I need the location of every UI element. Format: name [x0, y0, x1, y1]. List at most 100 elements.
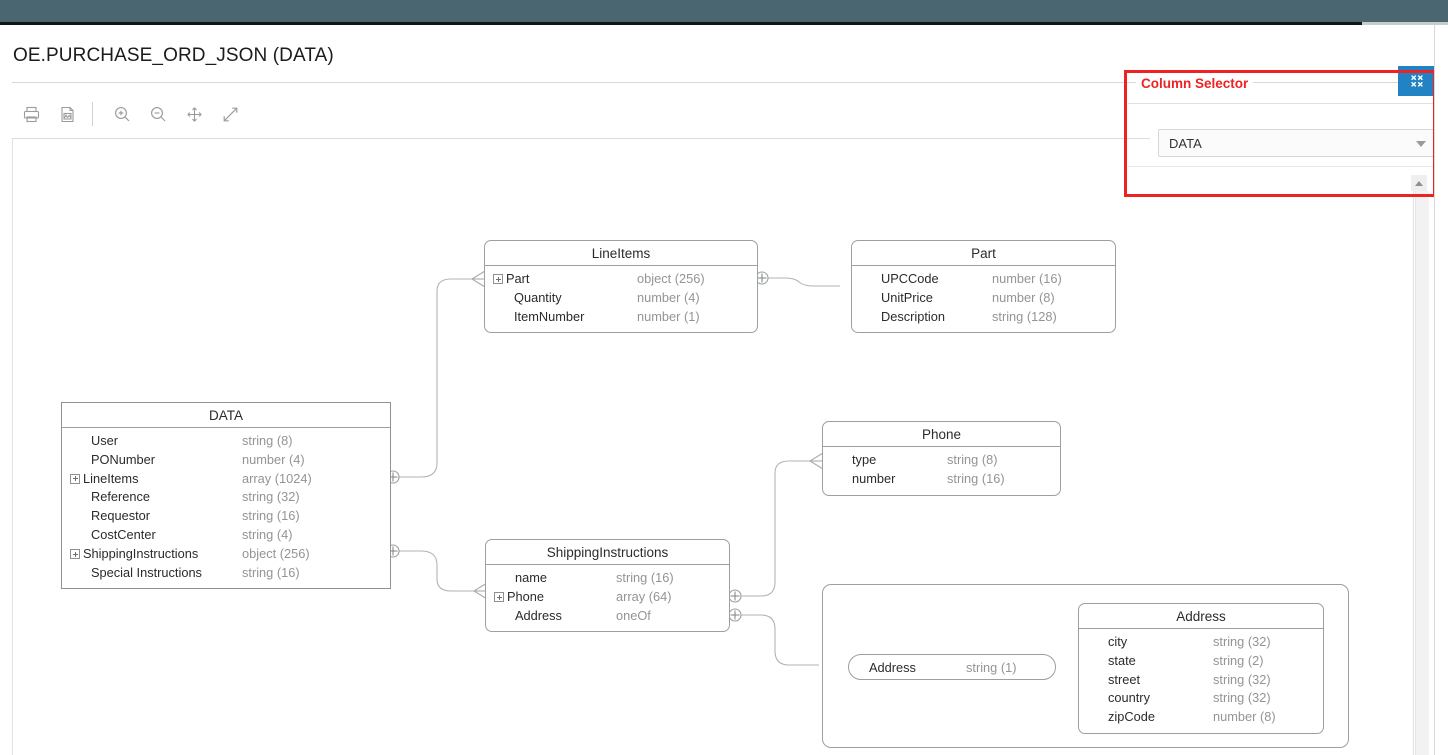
field-type: number (8)	[992, 289, 1055, 305]
diagram-canvas[interactable]: Address string (1) DATA User string (8) …	[12, 139, 1414, 755]
entity-row[interactable]: Requestor string (16)	[62, 507, 390, 526]
entity-row[interactable]: street string (32)	[1079, 671, 1323, 690]
titlebar-underline	[0, 22, 1362, 25]
entity-phone[interactable]: Phone type string (8) number string (16)	[822, 421, 1061, 496]
field-name: zipCode	[1108, 709, 1155, 725]
field-name: country	[1108, 690, 1150, 706]
chevron-down-icon	[1416, 141, 1426, 147]
entity-rows: UPCCode number (16) UnitPrice number (8)…	[852, 266, 1115, 332]
entity-row[interactable]: Special Instructions string (16)	[62, 564, 390, 583]
field-name: Requestor	[91, 508, 151, 524]
field-type: object (256)	[242, 545, 310, 561]
expand-plus-icon[interactable]	[70, 473, 80, 484]
page-title: OE.PURCHASE_ORD_JSON (DATA)	[13, 45, 334, 66]
zoom-in-icon[interactable]	[107, 99, 137, 129]
entity-row[interactable]: User string (8)	[62, 432, 390, 451]
entity-row[interactable]: LineItems array (1024)	[62, 470, 390, 489]
field-name: name	[515, 570, 548, 585]
entity-part[interactable]: Part UPCCode number (16) UnitPrice numbe…	[851, 240, 1116, 334]
entity-title: ShippingInstructions	[486, 540, 729, 565]
entity-row[interactable]: type string (8)	[823, 451, 1060, 470]
title-divider	[12, 82, 1432, 83]
entity-lineitems[interactable]: LineItems Part object (256) Quantity num…	[484, 240, 758, 334]
field-name: UPCCode	[881, 271, 939, 286]
field-type: number (4)	[637, 289, 700, 305]
column-selector-scroll-up-button[interactable]	[1411, 175, 1427, 191]
entity-row[interactable]: Reference string (32)	[62, 488, 390, 507]
entity-rows: city string (32) state string (2) street…	[1079, 629, 1323, 733]
entity-title: DATA	[62, 403, 390, 428]
entity-row[interactable]: zipCode number (8)	[1079, 708, 1323, 727]
field-type: number (8)	[1213, 709, 1276, 725]
entity-rows: type string (8) number string (16)	[823, 447, 1060, 495]
export-image-icon[interactable]	[52, 99, 82, 129]
field-type: string (16)	[947, 470, 1005, 486]
entity-address[interactable]: Address city string (32) state string (2…	[1078, 603, 1324, 734]
entity-row[interactable]: ItemNumber number (1)	[485, 308, 757, 327]
entity-title: Address	[1079, 604, 1323, 629]
entity-row[interactable]: name string (16)	[486, 569, 729, 588]
caret-up-icon	[1415, 180, 1423, 186]
expand-plus-icon[interactable]	[493, 274, 503, 285]
field-name: Special Instructions	[91, 564, 202, 580]
field-name: Quantity	[514, 289, 562, 305]
collapse-panel-button[interactable]	[1398, 66, 1436, 96]
entity-row[interactable]: Address oneOf	[486, 607, 729, 626]
entity-title: Part	[852, 241, 1115, 266]
field-type: string (8)	[242, 433, 293, 448]
field-type: string (32)	[1213, 671, 1271, 687]
expand-plus-icon[interactable]	[70, 549, 80, 560]
field-name: state	[1108, 652, 1136, 668]
toolbar-separator	[92, 102, 93, 126]
field-type: number (1)	[637, 308, 700, 324]
pill-node-address-scalar[interactable]: Address string (1)	[848, 654, 1056, 680]
field-name: CostCenter	[91, 526, 156, 542]
field-type: string (32)	[1213, 634, 1271, 649]
entity-row[interactable]: UPCCode number (16)	[852, 270, 1115, 289]
field-type: string (32)	[242, 489, 300, 505]
titlebar-underline-right	[1362, 22, 1448, 25]
field-name: type	[852, 452, 877, 467]
page-body: OE.PURCHASE_ORD_JSON (DATA)	[0, 25, 1448, 755]
entity-row[interactable]: Phone array (64)	[486, 588, 729, 607]
collapse-icon	[1411, 75, 1423, 87]
entity-row[interactable]: ShippingInstructions object (256)	[62, 545, 390, 564]
connector-lines	[399, 270, 840, 666]
entity-row[interactable]: state string (2)	[1079, 652, 1323, 671]
pill-node-type: string (1)	[966, 660, 1017, 675]
entity-row[interactable]: city string (32)	[1079, 633, 1323, 652]
field-type: string (8)	[947, 452, 998, 467]
zoom-out-icon[interactable]	[143, 99, 173, 129]
canvas-vertical-scrollbar[interactable]	[1415, 139, 1429, 755]
pill-node-name: Address	[869, 660, 916, 675]
entity-row[interactable]: Quantity number (4)	[485, 289, 757, 308]
field-type: array (1024)	[242, 470, 312, 486]
pan-icon[interactable]	[179, 99, 209, 129]
field-name: LineItems	[83, 470, 139, 486]
oneof-group-box	[822, 584, 1349, 748]
fit-to-window-icon[interactable]	[215, 99, 245, 129]
field-type: string (16)	[242, 508, 300, 524]
expand-plus-icon[interactable]	[494, 592, 504, 603]
field-type: object (256)	[637, 271, 705, 286]
field-name: number	[852, 470, 896, 486]
field-type: string (16)	[242, 564, 300, 580]
entity-row[interactable]: country string (32)	[1079, 689, 1323, 708]
entity-data[interactable]: DATA User string (8) PONumber number (4)…	[61, 402, 391, 590]
print-icon[interactable]	[16, 99, 46, 129]
entity-row[interactable]: CostCenter string (4)	[62, 526, 390, 545]
field-type: number (16)	[992, 271, 1062, 286]
field-type: oneOf	[616, 607, 651, 623]
entity-rows: Part object (256) Quantity number (4) It…	[485, 266, 757, 332]
entity-row[interactable]: PONumber number (4)	[62, 451, 390, 470]
entity-row[interactable]: Part object (256)	[485, 270, 757, 289]
field-type: array (64)	[616, 588, 672, 604]
entity-title: LineItems	[485, 241, 757, 266]
entity-row[interactable]: Description string (128)	[852, 308, 1115, 327]
entity-row[interactable]: UnitPrice number (8)	[852, 289, 1115, 308]
entity-row[interactable]: number string (16)	[823, 470, 1060, 489]
entity-shippinginstructions[interactable]: ShippingInstructions name string (16) Ph…	[485, 539, 730, 633]
column-selector-dropdown[interactable]: DATA	[1158, 129, 1436, 157]
field-name: ShippingInstructions	[83, 545, 199, 561]
field-name: Part	[506, 271, 530, 286]
